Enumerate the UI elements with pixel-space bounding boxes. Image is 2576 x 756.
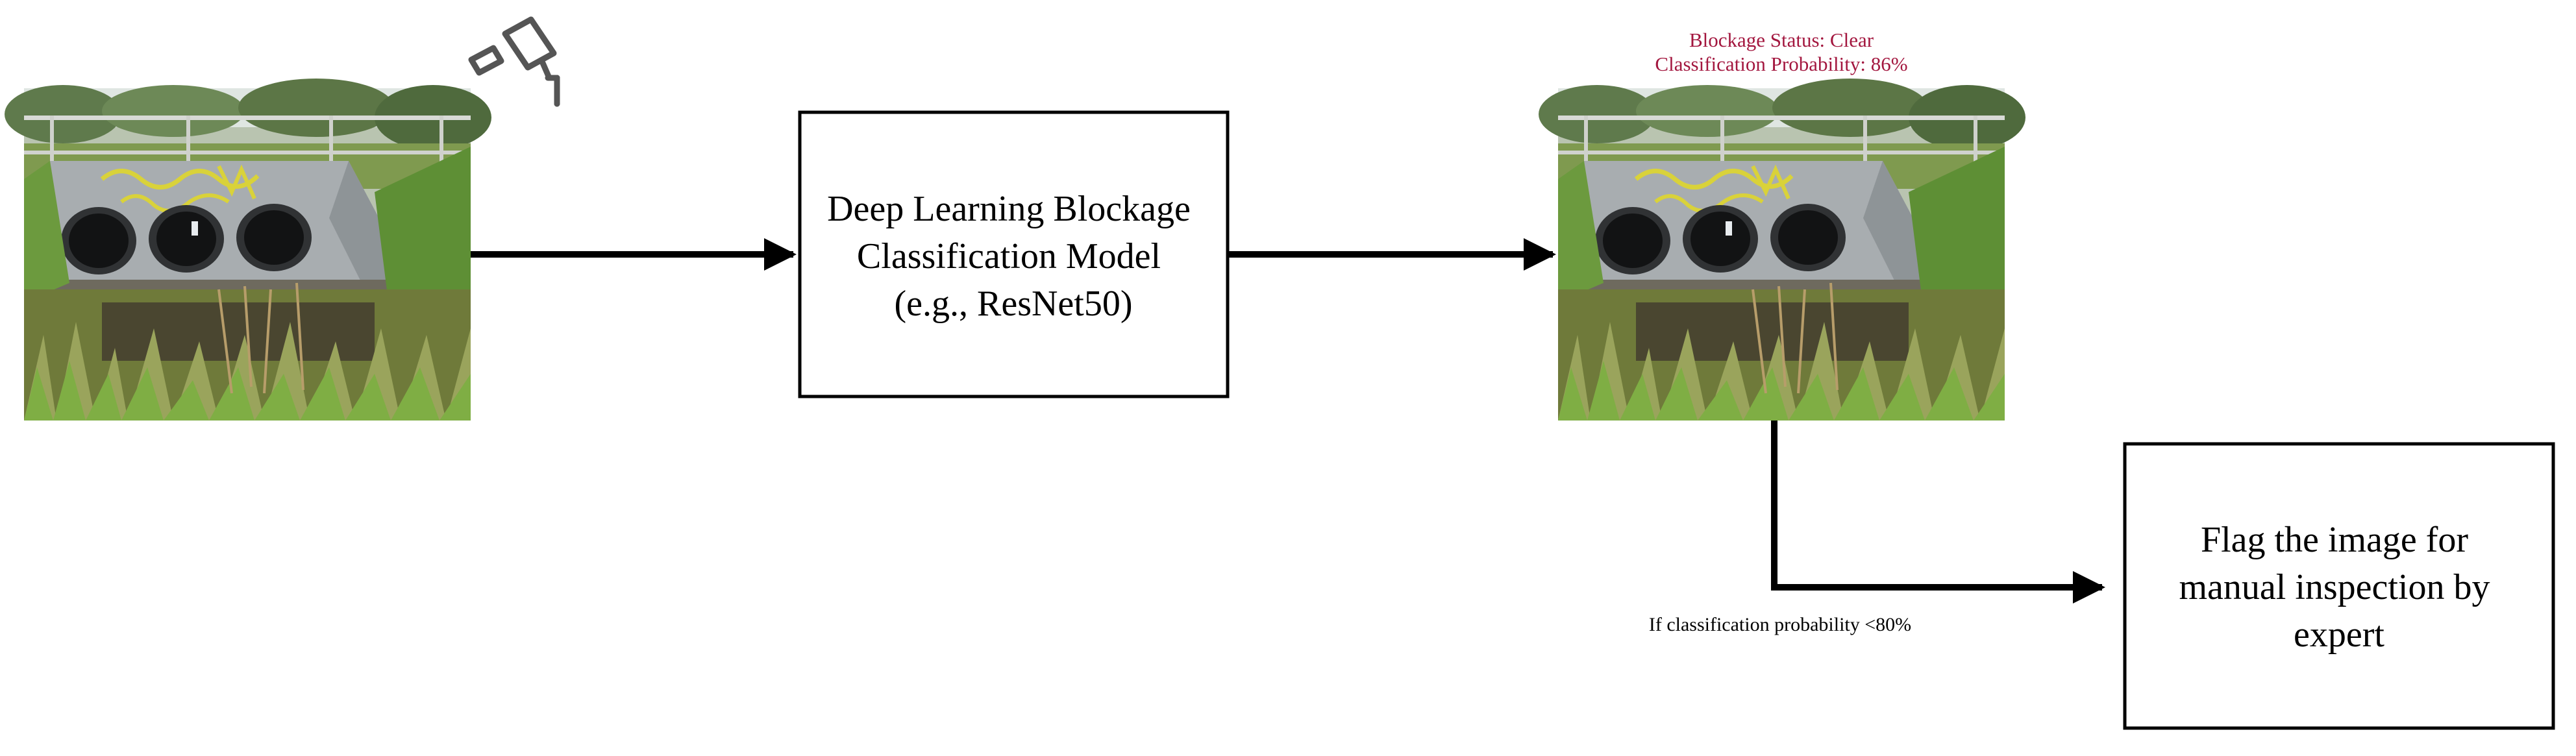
flag-box: Flag the image for manual inspection by …	[2123, 442, 2555, 730]
output-culvert-photo	[1539, 79, 2025, 421]
cctv-camera-icon	[468, 16, 560, 107]
svg-text:Flag the image for manua: Flag the image for manual inspection by …	[2179, 520, 2499, 655]
model-box: Deep Learning Blockage Classification Mo…	[798, 110, 1230, 398]
model-box-line-2: Classification Model	[857, 236, 1161, 276]
input-culvert-photo	[5, 79, 491, 421]
condition-label: If classification probability <80%	[1649, 614, 1911, 635]
svg-text:Deep Learning Blockage C: Deep Learning Blockage Classification Mo…	[827, 189, 1200, 324]
flag-box-line-3: expert	[2294, 615, 2384, 655]
classification-probability-label: Classification Probability: 86%	[1655, 53, 1907, 75]
model-box-line-3: (e.g., ResNet50)	[894, 284, 1132, 324]
model-box-line-1: Deep Learning Blockage	[827, 189, 1191, 229]
flag-box-line-2: manual inspection by	[2179, 567, 2490, 607]
blockage-status-label: Blockage Status: Clear	[1689, 29, 1874, 51]
flag-box-line-1: Flag the image for	[2201, 520, 2468, 560]
arrow-output-to-flag	[1771, 421, 2105, 604]
